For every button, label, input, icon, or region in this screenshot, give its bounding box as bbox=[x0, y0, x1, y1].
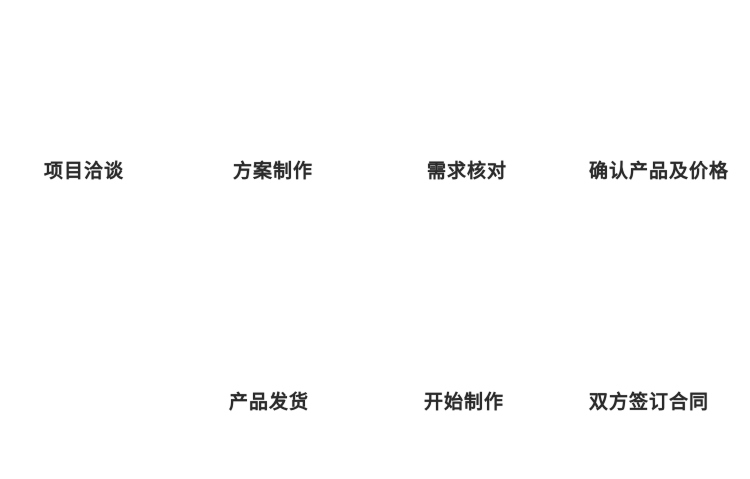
step-label-project-negotiation: 项目洽谈 bbox=[44, 160, 125, 182]
step-label-start-production: 开始制作 bbox=[424, 391, 505, 413]
step-label-confirm-product-price: 确认产品及价格 bbox=[589, 160, 730, 182]
step-label-proposal-design: 方案制作 bbox=[233, 160, 314, 182]
step-label-product-shipping: 产品发货 bbox=[229, 391, 310, 413]
step-label-requirement-check: 需求核对 bbox=[427, 160, 508, 182]
step-label-sign-contract: 双方签订合同 bbox=[589, 391, 710, 413]
